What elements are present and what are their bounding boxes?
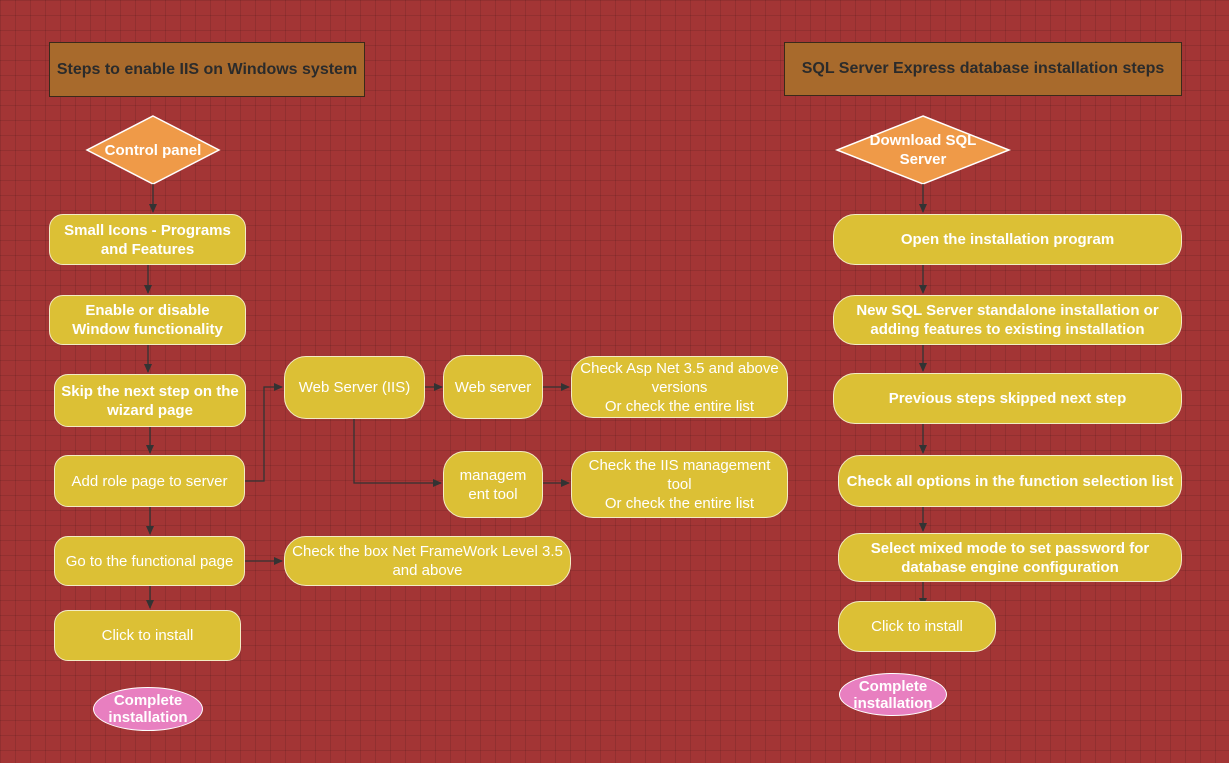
step-click-install-right-text: Click to install: [871, 618, 963, 635]
branch-web-server-iis-text: Web Server (IIS): [298, 379, 411, 396]
branch-check-iis-management-text: Check the IIS management tool Or check t…: [588, 457, 771, 512]
connector: [353, 419, 442, 487]
step-enable-disable[interactable]: Enable or disable Window functionality: [49, 295, 246, 345]
step-skip-next-text: Skip the next step on the wizard page: [61, 382, 239, 419]
step-functional-page-text: Go to the functional page: [65, 552, 234, 570]
step-open-program[interactable]: Open the installation program: [833, 214, 1182, 265]
step-skip-next[interactable]: Skip the next step on the wizard page: [54, 374, 246, 427]
branch-check-net-framework-text: Check the box Net FrameWork Level 3.5 an…: [292, 543, 563, 579]
branch-web-server-text: Web server: [454, 378, 532, 396]
end-complete-installation-left-text: Complete installation: [108, 692, 188, 726]
step-open-program-text: Open the installation program: [900, 231, 1115, 248]
step-click-install-left-text: Click to install: [101, 627, 194, 644]
step-previous-skipped[interactable]: Previous steps skipped next step: [833, 373, 1182, 424]
step-small-icons-text: Small Icons - Programs and Features: [64, 221, 231, 258]
step-mixed-mode-text: Select mixed mode to set password for da…: [870, 539, 1150, 576]
step-previous-skipped-text: Previous steps skipped next step: [888, 390, 1127, 407]
step-mixed-mode[interactable]: Select mixed mode to set password for da…: [838, 533, 1182, 582]
step-functional-page[interactable]: Go to the functional page: [54, 536, 245, 586]
step-add-role[interactable]: Add role page to server: [54, 455, 245, 507]
control-panel-label[interactable]: Control panel: [87, 131, 219, 169]
step-small-icons[interactable]: Small Icons - Programs and Features: [49, 214, 246, 265]
end-complete-installation-right[interactable]: Complete installation: [839, 673, 947, 716]
branch-management-tool[interactable]: managem ent tool: [443, 451, 543, 518]
control-panel-text: Control panel: [104, 141, 202, 159]
left-flow-title-text: Steps to enable IIS on Windows system: [56, 60, 358, 78]
step-new-standalone[interactable]: New SQL Server standalone installation o…: [833, 295, 1182, 345]
step-click-install-right[interactable]: Click to install: [838, 601, 996, 652]
connector: [245, 383, 283, 482]
branch-check-iis-management[interactable]: Check the IIS management tool Or check t…: [571, 451, 788, 518]
branch-check-asp-net-text: Check Asp Net 3.5 and above versions Or …: [580, 359, 779, 415]
end-complete-installation-left[interactable]: Complete installation: [93, 687, 203, 731]
right-flow-title: SQL Server Express database installation…: [784, 42, 1182, 96]
step-check-all-options[interactable]: Check all options in the function select…: [838, 455, 1182, 507]
step-add-role-text: Add role page to server: [71, 472, 228, 490]
download-sql-text: Download SQL Server: [869, 132, 977, 168]
right-flow-title-text: SQL Server Express database installation…: [801, 60, 1165, 77]
step-new-standalone-text: New SQL Server standalone installation o…: [856, 302, 1159, 338]
branch-check-asp-net[interactable]: Check Asp Net 3.5 and above versions Or …: [571, 356, 788, 418]
end-complete-installation-right-text: Complete installation: [853, 677, 933, 712]
download-sql-label[interactable]: Download SQL Server: [858, 131, 988, 169]
step-click-install-left[interactable]: Click to install: [54, 610, 241, 661]
branch-check-net-framework[interactable]: Check the box Net FrameWork Level 3.5 an…: [284, 536, 571, 586]
branch-web-server-iis[interactable]: Web Server (IIS): [284, 356, 425, 419]
step-check-all-options-text: Check all options in the function select…: [846, 472, 1174, 490]
step-enable-disable-text: Enable or disable Window functionality: [72, 302, 223, 338]
branch-management-tool-text: managem ent tool: [459, 466, 527, 503]
branch-web-server[interactable]: Web server: [443, 355, 543, 419]
left-flow-title: Steps to enable IIS on Windows system: [49, 42, 365, 97]
